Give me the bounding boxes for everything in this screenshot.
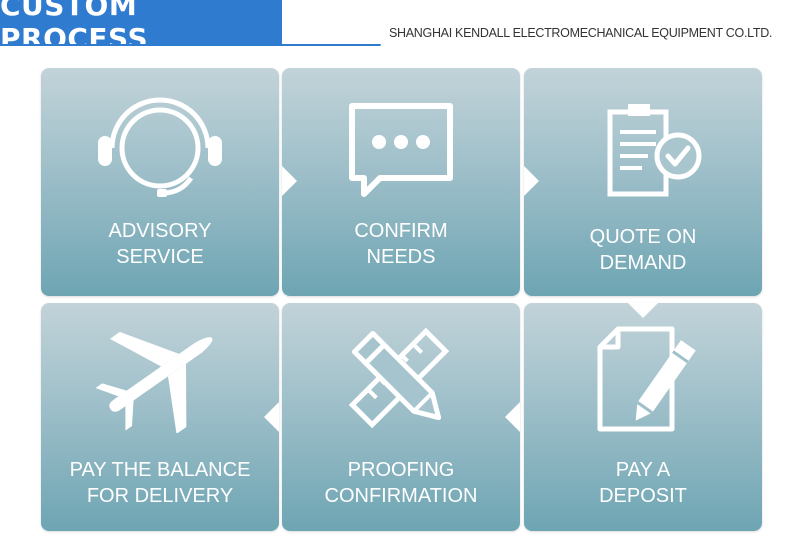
step-label: CONFIRM NEEDS bbox=[282, 218, 520, 270]
step-card-proofing-confirmation: PROOFING CONFIRMATION bbox=[282, 303, 520, 531]
step-label: PAY A DEPOSIT bbox=[524, 457, 762, 509]
step-label: PROOFING CONFIRMATION bbox=[282, 457, 520, 509]
page-title: CUSTOM PROCESS bbox=[0, 0, 149, 55]
step-label-line2: SERVICE bbox=[116, 246, 204, 268]
company-name: SHANGHAI KENDALL ELECTROMECHANICAL EQUIP… bbox=[389, 25, 773, 40]
step-card-quote-on-demand: QUOTE ON DEMAND bbox=[524, 68, 762, 296]
flow-arrow-right-icon bbox=[282, 166, 297, 196]
step-label-line1: PAY THE BALANCE bbox=[69, 459, 251, 481]
flow-arrow-left-icon bbox=[264, 402, 279, 432]
step-label-line2: DEMAND bbox=[599, 252, 687, 274]
flow-arrow-right-icon bbox=[524, 166, 539, 196]
header: CUSTOM PROCESS SHANGHAI KENDALL ELECTROM… bbox=[0, 0, 790, 58]
step-label-line2: DEPOSIT bbox=[599, 485, 687, 507]
step-card-confirm-needs: CONFIRM NEEDS bbox=[282, 68, 520, 296]
step-card-pay-balance: PAY THE BALANCE FOR DELIVERY bbox=[41, 303, 279, 531]
step-label-line1: QUOTE ON bbox=[589, 226, 697, 248]
step-label-line1: PROOFING bbox=[347, 459, 455, 481]
flow-arrow-down-icon bbox=[628, 303, 658, 318]
chat-bubble-icon bbox=[282, 68, 520, 198]
step-label-line1: PAY A bbox=[615, 459, 671, 481]
step-card-advisory-service: ADVISORY SERVICE bbox=[41, 68, 279, 296]
step-label: QUOTE ON DEMAND bbox=[524, 224, 762, 276]
company-banner bbox=[380, 18, 790, 47]
headset-icon bbox=[41, 68, 279, 198]
step-label-line2: FOR DELIVERY bbox=[86, 485, 234, 507]
clipboard-check-icon bbox=[524, 68, 762, 198]
step-label-line1: ADVISORY bbox=[108, 220, 212, 242]
step-label: PAY THE BALANCE FOR DELIVERY bbox=[41, 457, 279, 509]
step-label-line2: NEEDS bbox=[366, 246, 436, 268]
pencil-ruler-icon bbox=[282, 303, 520, 433]
step-label: ADVISORY SERVICE bbox=[41, 218, 279, 270]
title-banner bbox=[0, 0, 282, 44]
step-card-pay-deposit: PAY A DEPOSIT bbox=[524, 303, 762, 531]
step-label-line2: CONFIRMATION bbox=[324, 485, 478, 507]
airplane-icon bbox=[41, 303, 279, 433]
document-pen-icon bbox=[524, 303, 762, 433]
flow-arrow-left-icon bbox=[505, 402, 520, 432]
step-label-line1: CONFIRM bbox=[354, 220, 448, 242]
